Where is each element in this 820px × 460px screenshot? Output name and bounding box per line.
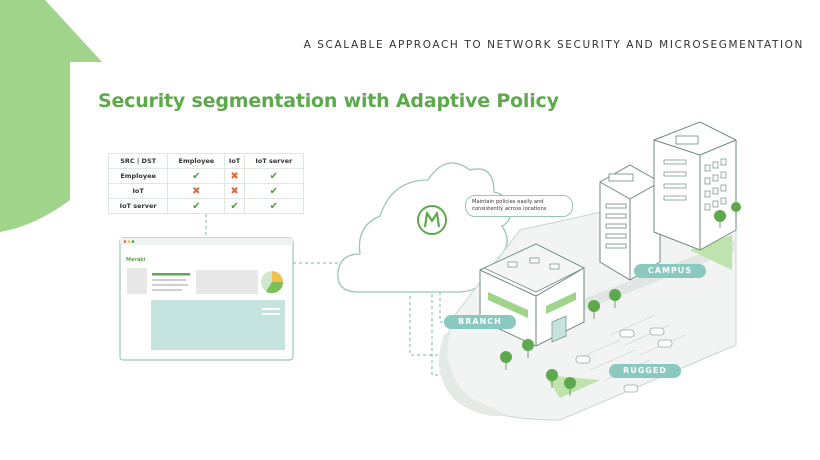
policy-cell: ✖ [167,183,226,199]
cloud-callout: Maintain policies easily and consistentl… [465,195,573,217]
policy-cell: ✔ [243,198,305,214]
row-header: Employee [107,168,169,184]
office-building-left [599,164,661,281]
eyebrow-heading: A SCALABLE APPROACH TO NETWORK SECURITY … [303,39,804,51]
dashboard-brand-logo: Meraki [126,257,146,263]
dashboard-mockup [119,237,294,361]
policy-cell: ✔ [243,168,305,184]
check-icon: ✔ [192,200,201,212]
policy-cell: ✖ [224,183,245,199]
policy-cell: ✔ [167,198,226,214]
row-header: IoT server [107,198,169,214]
column-header: IoT server [243,153,305,169]
check-icon: ✔ [230,200,239,212]
rugged-label: RUGGED [609,364,681,378]
policy-matrix: SRC | DST Employee IoT IoT server Employ… [107,153,305,214]
check-icon: ✔ [269,185,279,197]
policy-cell: ✔ [224,198,245,214]
policy-cell: ✔ [243,183,305,199]
check-icon: ✔ [269,170,279,182]
meraki-m-icon [423,211,441,228]
table-row: Employee ✔ ✖ ✔ [107,168,305,184]
column-header: SRC | DST [107,153,169,169]
campus-label: CAMPUS [634,264,706,278]
row-header: IoT [107,183,169,199]
x-icon: ✖ [230,185,239,197]
table-row: IoT ✖ ✖ ✔ [107,183,305,199]
office-building-right [653,121,737,251]
table-row: IoT server ✔ ✔ ✔ [107,198,305,214]
x-icon: ✖ [230,170,239,182]
policy-cell: ✖ [224,168,245,184]
check-icon: ✔ [269,200,279,212]
page-title: Security segmentation with Adaptive Poli… [98,90,559,112]
corner-decoration [0,0,102,232]
x-icon: ✖ [192,185,201,197]
column-header: IoT [224,153,245,169]
policy-cell: ✔ [167,168,226,184]
branch-label: BRANCH [444,315,516,329]
column-header: Employee [167,153,226,169]
check-icon: ✔ [192,170,201,182]
trees [500,202,741,396]
